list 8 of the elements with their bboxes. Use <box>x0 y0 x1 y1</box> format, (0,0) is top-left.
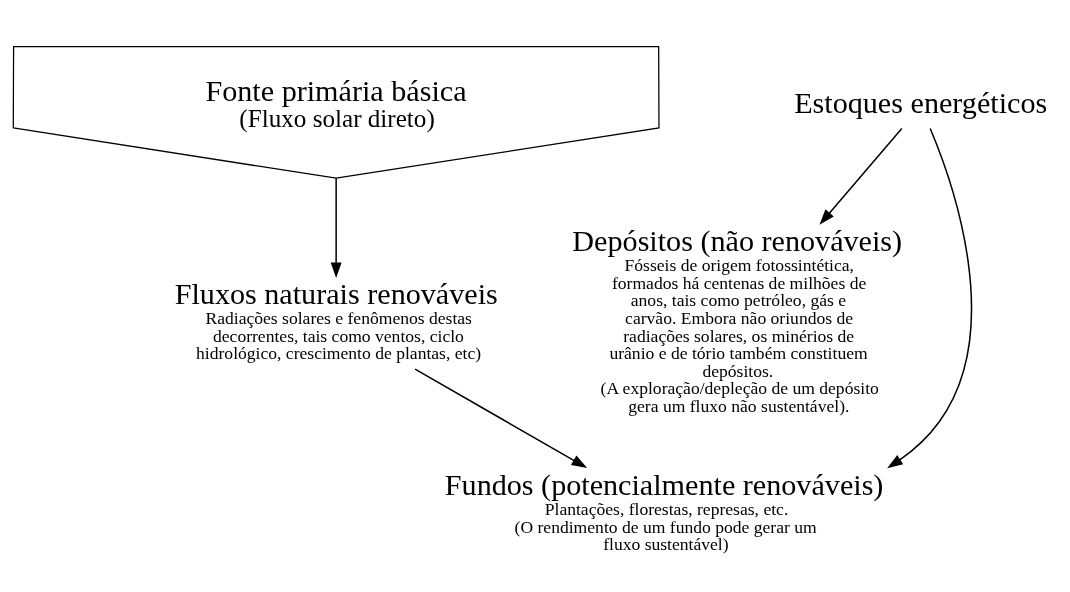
node-text: Fluxos naturais renováveis Radiações solares e fenômenos destas decorrentes, tais como ventos, ciclo hidrológico, crescimento de plantas, etc) <box>174 276 498 363</box>
node-text: Estoques energéticos <box>794 85 1048 120</box>
node-text: Fundos (potencialmente renováveis) Plantações, florestas, represas, etc. (O rendimento de um fundo pode gerar um fluxo sustentável) <box>444 467 884 554</box>
arrow <box>414 367 588 468</box>
arrow <box>887 127 973 468</box>
arrow <box>330 176 342 278</box>
node-text: Depósitos (não renováveis) Fósseis de origem fotossintética, formados há centenas de milhões de anos, tais como petróleo, gás e carvão. Embora não oriundos de radiações solares, os minérios de urânio e de tório também constituem depósitos. (A exploração/depleção de um depósito gera um fluxo não sustentável). <box>572 223 903 416</box>
arrow <box>819 127 903 225</box>
